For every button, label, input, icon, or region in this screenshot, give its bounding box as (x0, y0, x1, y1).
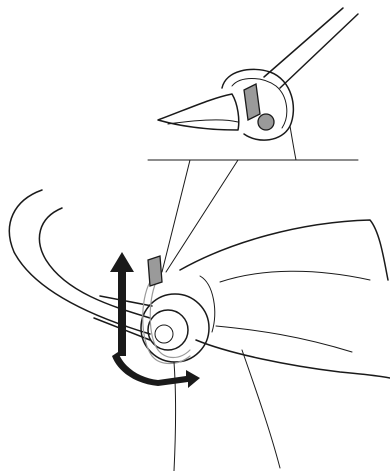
inset-detail (158, 8, 358, 160)
earcup-highlight-top (220, 271, 370, 282)
headband-outer (9, 190, 150, 334)
rotation-arrow-up-icon (110, 252, 134, 356)
headband-inner (39, 208, 150, 318)
hinge-clip-tab (148, 256, 162, 286)
inset-clip-tab (244, 84, 260, 120)
inset-clip-knob (258, 114, 274, 130)
earcup-bottom-edge (196, 340, 390, 378)
inset-rod-edge-right (280, 14, 358, 88)
cable-loop-inner (150, 282, 190, 358)
callout-line-left (162, 160, 190, 272)
inset-edge-line (290, 126, 296, 160)
earcup-highlight-bottom (216, 326, 352, 352)
rotation-arrow-down-icon (112, 352, 200, 388)
stand-line-right (242, 350, 280, 468)
hinge-ring-inner (148, 310, 188, 350)
earcup-side-contour (200, 276, 215, 332)
callout (148, 160, 358, 272)
inset-leaf (158, 94, 239, 130)
inset-leaf-line (168, 120, 238, 124)
hinge-hub (155, 325, 173, 343)
main-view (9, 190, 390, 471)
callout-line-right (166, 160, 238, 272)
